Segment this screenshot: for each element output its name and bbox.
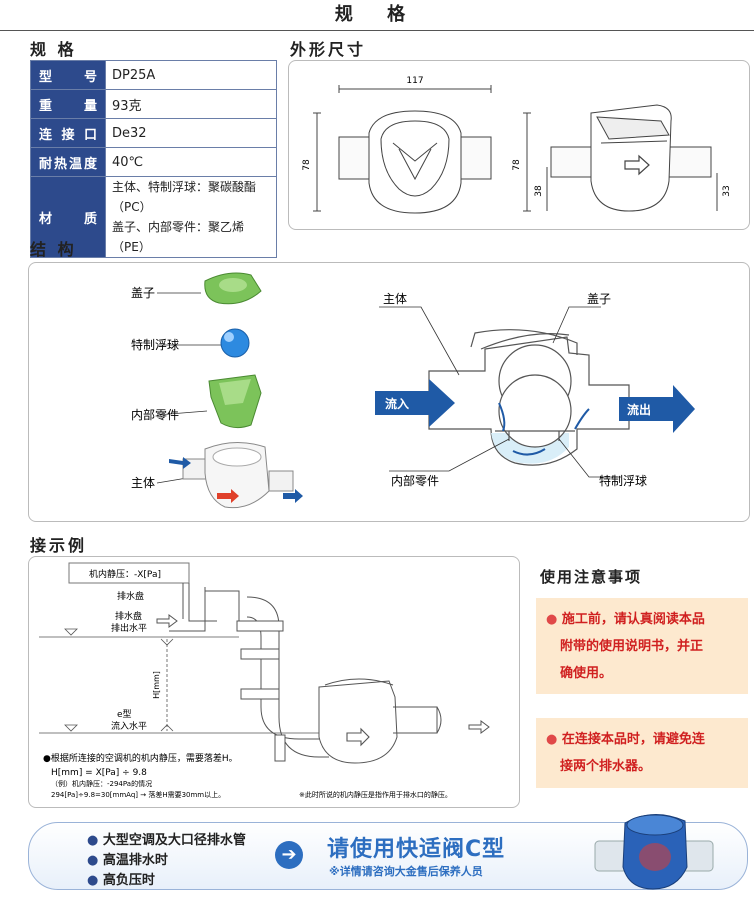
body-part bbox=[182, 442, 294, 509]
dim-height-right: 78 bbox=[512, 159, 522, 171]
connection-formula: H[mm] = X[Pa] ÷ 9.8 bbox=[51, 768, 147, 778]
drain-pan-label: 排水盘 bbox=[117, 590, 144, 602]
bullet-icon: ● bbox=[546, 612, 558, 627]
static-pressure-label: 机内静压：-X[Pa] bbox=[89, 568, 161, 580]
drain-level-label-2: 排出水平 bbox=[111, 622, 147, 634]
bullet-icon: ● bbox=[87, 833, 99, 848]
structure-heading: 结 构 bbox=[30, 240, 77, 259]
connection-example-2: 294[Pa]÷9.8=30[mmAq] → 落差H需要30mm以上。 bbox=[51, 790, 225, 799]
connection-panel: 机内静压：-X[Pa] 排水盘 排水盘 排出水平 H[mm] e型 流入水平 ●… bbox=[28, 556, 520, 808]
connection-example-1: （例）机内静压：-294Pa的情况 bbox=[51, 779, 152, 788]
e-type-label-2: 流入水平 bbox=[111, 720, 147, 732]
banner-item: ● 大型空调及大口径排水管 bbox=[87, 833, 246, 848]
dim-outlet-height: 33 bbox=[722, 185, 732, 196]
part-label-inner: 内部零件 bbox=[131, 407, 179, 422]
dimensions-panel: 117 78 78 38 33 bbox=[288, 60, 750, 230]
note-box-2: ● 在连接本品时，请避免连 接两个排水器。 bbox=[536, 718, 748, 788]
spec-heading: 规 格 bbox=[30, 40, 77, 59]
body-inflow-arrow-icon bbox=[169, 457, 191, 469]
body-inner-arrow-icon bbox=[217, 489, 239, 503]
connection-note: ●根据所连接的空调机的机内静压，需要落差H。 bbox=[43, 752, 238, 764]
diagram-label-cap: 盖子 bbox=[587, 292, 611, 306]
banner-title: 请使用快适阀C型 bbox=[327, 837, 506, 862]
h-label: H[mm] bbox=[152, 671, 161, 699]
connection-footnote: ※此时所说的机内静压是指作用于排水口的静压。 bbox=[299, 790, 452, 799]
valve-product-image bbox=[594, 813, 714, 890]
structure-panel: 盖子 特制浮球 内部零件 主体 流入 流出 主体 bbox=[28, 262, 750, 522]
page-title: 规 格 bbox=[0, 0, 754, 31]
ball-part bbox=[220, 328, 250, 358]
banner-item: ● 高温排水时 bbox=[87, 853, 168, 868]
structure-diagram: 盖子 特制浮球 内部零件 主体 流入 流出 主体 bbox=[131, 272, 695, 509]
outflow-arrow-icon bbox=[619, 385, 695, 433]
connection-heading: 接示例 bbox=[30, 536, 88, 555]
part-label-body: 主体 bbox=[131, 476, 155, 490]
inner-part bbox=[208, 374, 262, 429]
bullet-icon: ● bbox=[87, 873, 99, 888]
note-box-1: ● 施工前，请认真阅读本品 附带的使用说明书，并正 确使用。 bbox=[536, 598, 748, 694]
cap-part bbox=[204, 272, 262, 305]
banner-item: ● 高负压时 bbox=[87, 873, 155, 888]
inflow-arrow-icon bbox=[375, 379, 455, 427]
dim-width: 117 bbox=[406, 76, 423, 86]
diagram-label-body: 主体 bbox=[383, 292, 407, 306]
bullet-icon: ● bbox=[87, 853, 99, 868]
cross-section bbox=[428, 329, 630, 466]
body-outflow-arrow-icon bbox=[283, 489, 303, 503]
dim-height-left: 78 bbox=[302, 159, 312, 171]
connection-diagram: 机内静压：-X[Pa] 排水盘 排水盘 排出水平 H[mm] e型 流入水平 ●… bbox=[39, 562, 490, 799]
part-label-ball: 特制浮球 bbox=[131, 337, 179, 352]
spec-row-material: 材质 主体、特制浮球：聚碳酸酯（PC） 盖子、内部零件：聚乙烯（PE） bbox=[30, 176, 277, 258]
diagram-label-ball: 特制浮球 bbox=[599, 473, 647, 488]
drain-level-label-1: 排水盘 bbox=[115, 610, 142, 622]
bottom-banner: ● 大型空调及大口径排水管 ● 高温排水时 ● 高负压时 ➔ 请使用快适阀C型 … bbox=[28, 813, 748, 890]
e-type-label-1: e型 bbox=[117, 709, 132, 720]
bullet-icon: ● bbox=[546, 732, 558, 747]
dimension-drawings: 117 78 78 38 33 bbox=[302, 76, 732, 214]
part-label-cap: 盖子 bbox=[131, 286, 155, 300]
banner-subtitle: ※详情请咨询大金售后保养人员 bbox=[329, 865, 483, 878]
outflow-label: 流出 bbox=[627, 402, 651, 417]
diagram-label-inner: 内部零件 bbox=[391, 473, 439, 488]
dim-inlet-height: 38 bbox=[534, 185, 544, 197]
inflow-label: 流入 bbox=[385, 396, 409, 411]
dimensions-heading: 外形尺寸 bbox=[290, 40, 367, 59]
arrow-right-icon: ➔ bbox=[275, 841, 303, 869]
notes-heading: 使用注意事项 bbox=[540, 568, 643, 586]
